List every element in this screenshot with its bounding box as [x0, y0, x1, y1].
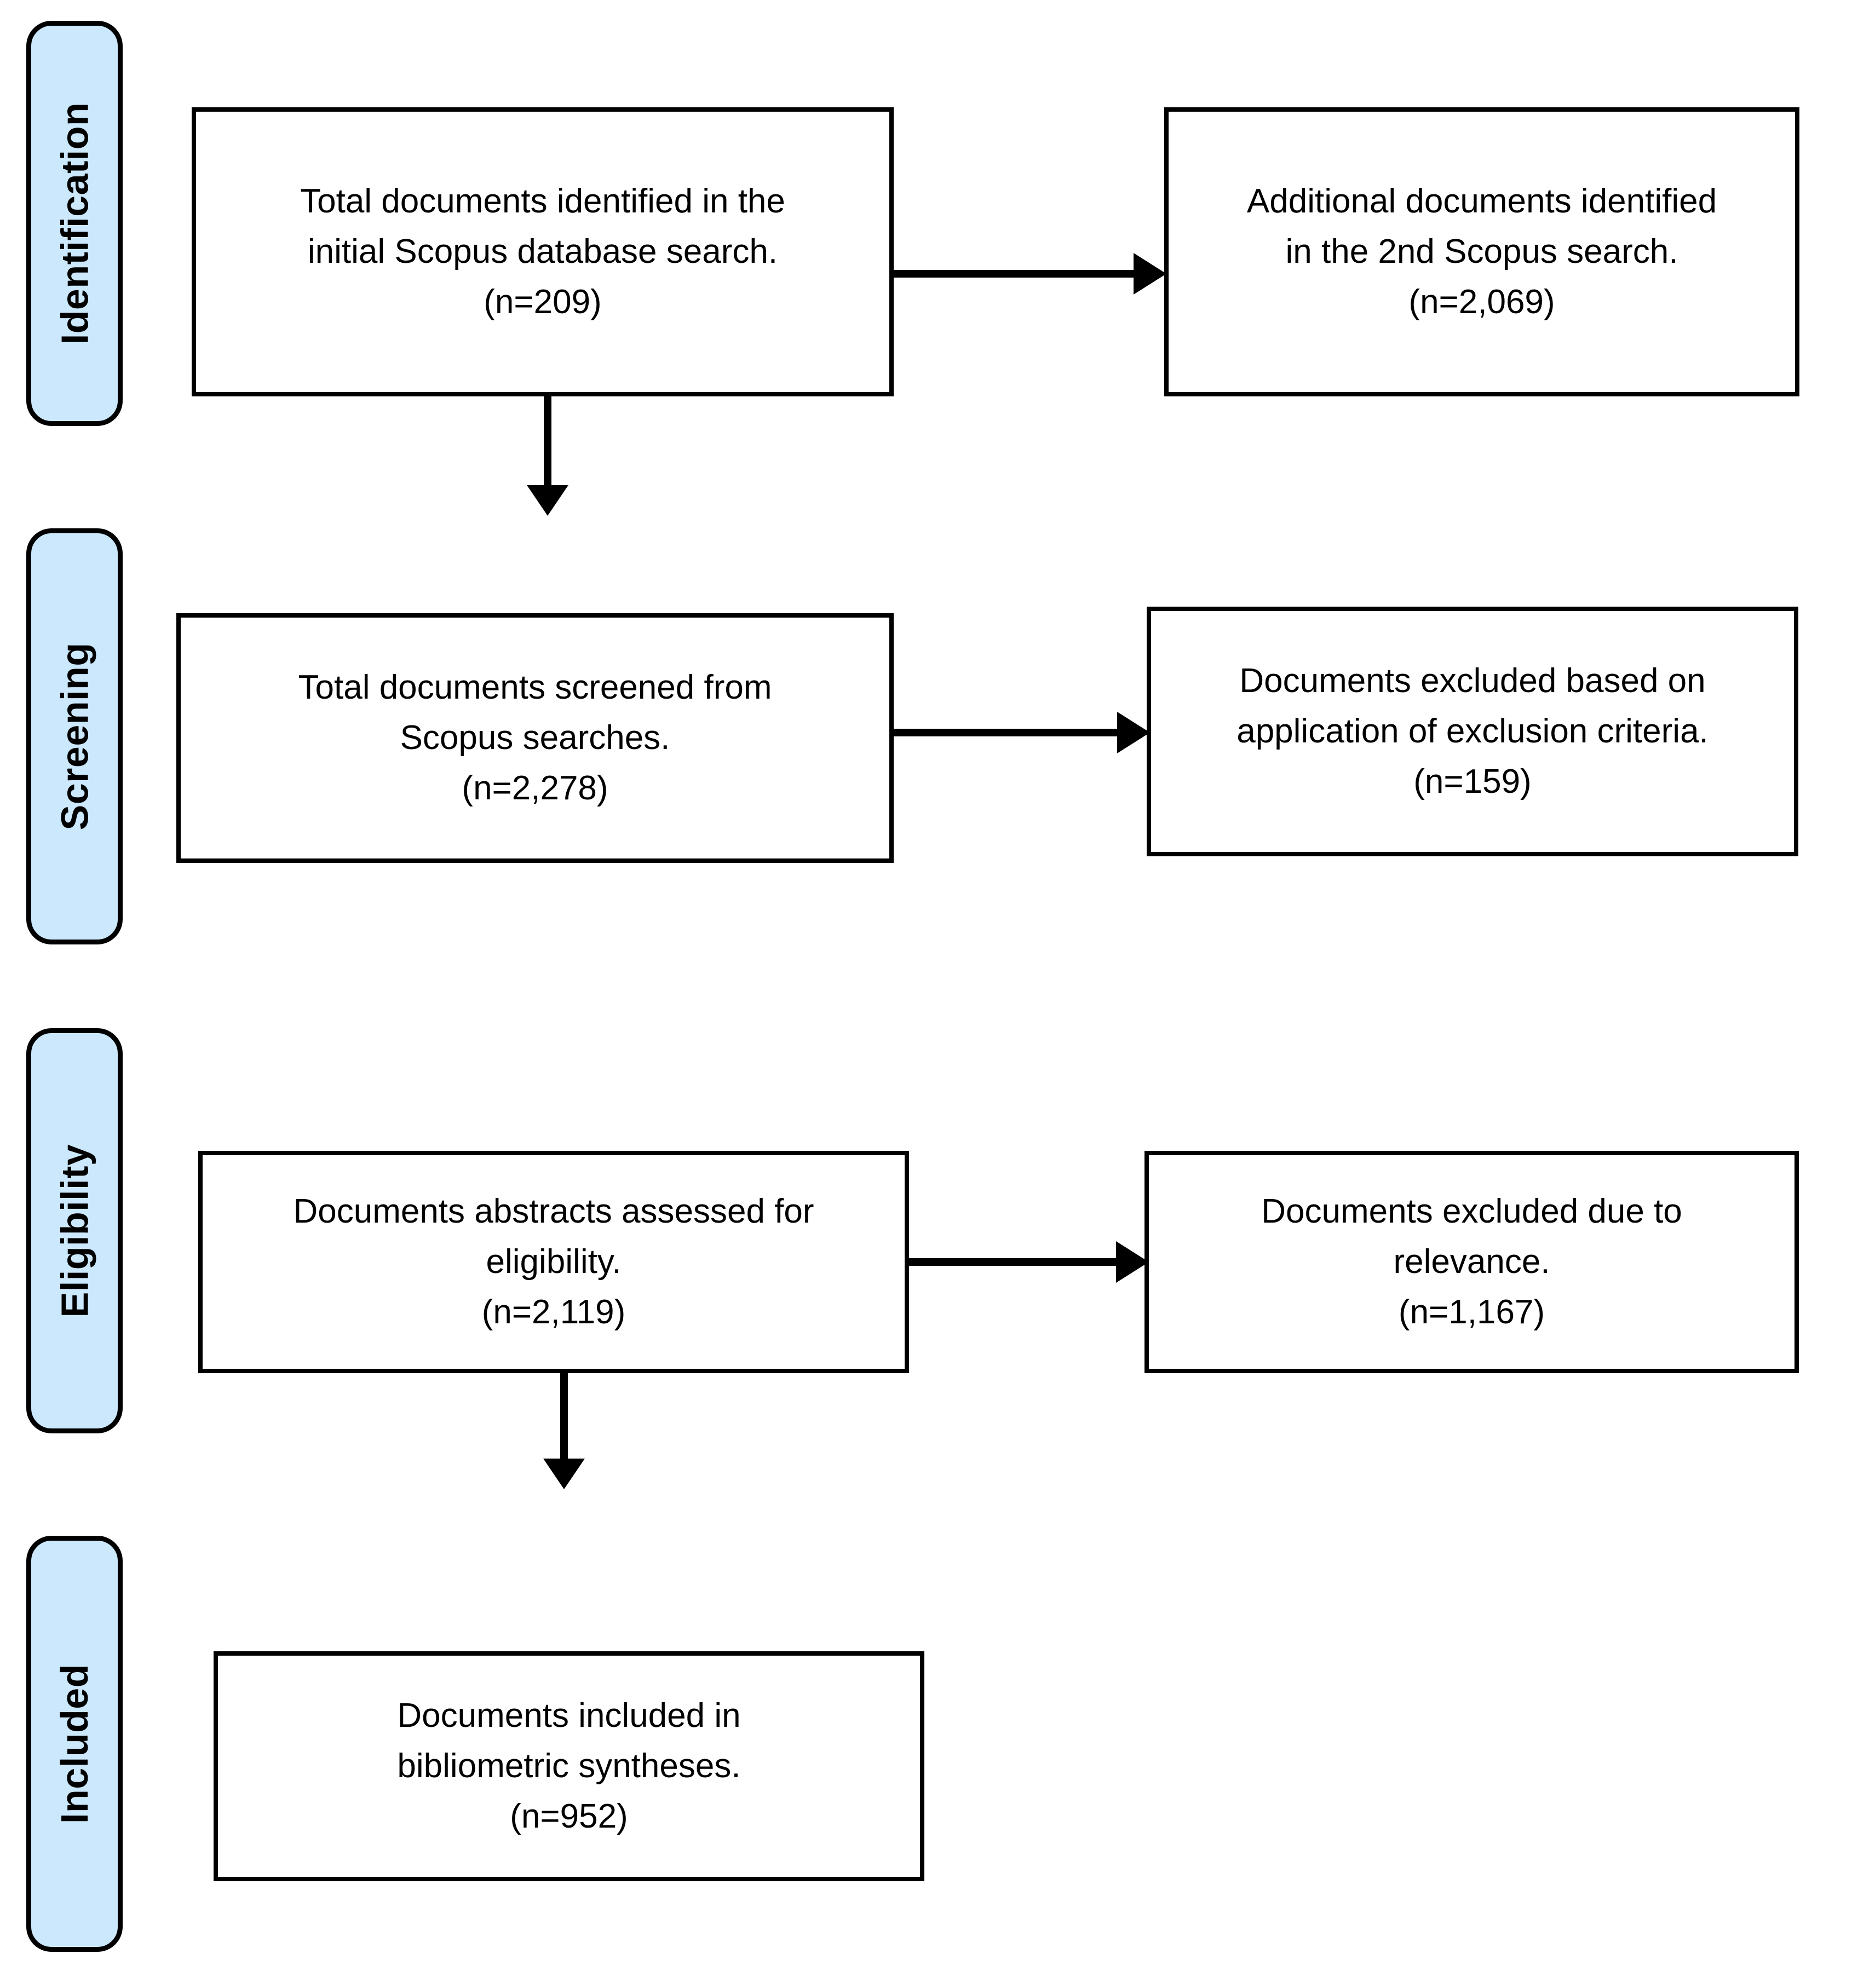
stage-label-identification: Identification [26, 21, 123, 426]
stage-label-screening: Screening [26, 528, 123, 944]
connector-eligibility-to-excluded [908, 1229, 1149, 1295]
connector-identification-to-additional [893, 241, 1166, 307]
box-identification-main-text: Total documents identified in the initia… [300, 182, 785, 321]
box-included-main-text: Documents included in bibliometric synth… [397, 1697, 741, 1835]
stage-label-eligibility: Eligibility [26, 1028, 123, 1433]
box-screening-excluded: Documents excluded based on application … [1147, 607, 1798, 856]
connector-eligibility-to-included [531, 1373, 597, 1489]
box-eligibility-excluded: Documents excluded due to relevance. (n=… [1144, 1151, 1799, 1373]
stage-label-eligibility-text: Eligibility [53, 1144, 96, 1318]
box-identification-additional: Additional documents identified in the 2… [1164, 107, 1799, 396]
box-identification-main: Total documents identified in the initia… [192, 107, 894, 396]
connector-identification-to-screening [515, 395, 580, 516]
stage-label-included-text: Included [53, 1664, 96, 1824]
box-screening-main: Total documents screened from Scopus sea… [176, 613, 894, 863]
stage-label-screening-text: Screening [53, 642, 96, 831]
stage-label-identification-text: Identification [53, 102, 96, 345]
box-screening-main-text: Total documents screened from Scopus sea… [298, 669, 772, 807]
box-screening-excluded-text: Documents excluded based on application … [1236, 662, 1709, 800]
box-identification-additional-text: Additional documents identified in the 2… [1246, 182, 1717, 321]
box-eligibility-main: Documents abstracts assessed for eligibi… [198, 1151, 909, 1373]
connector-screening-to-excluded [893, 700, 1150, 765]
box-eligibility-main-text: Documents abstracts assessed for eligibi… [293, 1192, 814, 1331]
box-included-main: Documents included in bibliometric synth… [214, 1651, 924, 1881]
stage-label-included: Included [26, 1536, 123, 1952]
box-eligibility-excluded-text: Documents excluded due to relevance. (n=… [1261, 1192, 1682, 1331]
